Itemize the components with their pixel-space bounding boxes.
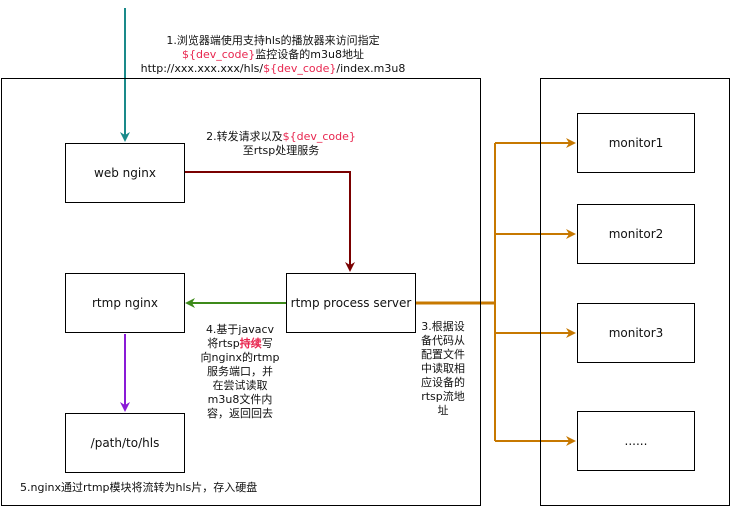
step1-url-prefix: http://xxx.xxx.xxx/hls/ xyxy=(140,62,264,75)
rtmp-nginx-node: rtmp nginx xyxy=(65,273,185,333)
monitor2-node: monitor2 xyxy=(577,204,695,264)
step4-line: 在尝试读取 xyxy=(212,379,268,392)
monitor-group-frame xyxy=(540,78,730,506)
arrow-web-nginx-to-process-server xyxy=(185,171,355,272)
step3-line: 备代码从 xyxy=(421,334,465,347)
step4-line1: 4.基于javacv xyxy=(205,323,275,336)
step3-line: 配置文件 xyxy=(421,348,465,361)
step3-line: 中读取相 xyxy=(421,362,465,375)
rtmp-nginx-label: rtmp nginx xyxy=(91,296,159,310)
step4-line2: 将rtsp持续写 xyxy=(193,337,287,351)
step2-line2: 至rtsp处理服务 xyxy=(242,144,320,157)
step1-url-suffix: /index.m3u8 xyxy=(336,62,406,75)
step1-line2: ${dev_code}监控设备的m3u8地址 xyxy=(138,48,408,62)
step5-annotation: 5.nginx通过rtmp模块将流转为hls片，存入硬盘 xyxy=(20,481,258,494)
web-nginx-node: web nginx xyxy=(65,143,185,203)
monitor-more-label: ...... xyxy=(624,434,648,448)
step1-dev-code: ${dev_code} xyxy=(182,48,256,61)
step4-line2-suffix: 写 xyxy=(261,337,273,350)
step3-line: rtsp流地 xyxy=(421,390,465,403)
server-group-frame xyxy=(1,78,481,506)
monitor2-label: monitor2 xyxy=(608,227,664,241)
step1-line3: http://xxx.xxx.xxx/hls/${dev_code}/index… xyxy=(138,62,408,76)
step1-line1: 1.浏览器端使用支持hls的播放器来访问指定 xyxy=(166,34,380,47)
step1-url-dev-code: ${dev_code} xyxy=(263,62,337,75)
step4-line: 服务端口，并 xyxy=(207,365,273,378)
step3-annotation: 3.根据设 备代码从 配置文件 中读取相 应设备的 rtsp流地 址 xyxy=(418,320,468,418)
monitor3-node: monitor3 xyxy=(577,303,695,363)
rtmp-process-server-label: rtmp process server xyxy=(290,296,412,310)
web-nginx-label: web nginx xyxy=(94,166,156,180)
monitor-more-node: ...... xyxy=(577,411,695,471)
hls-path-label: /path/to/hls xyxy=(90,436,160,450)
monitor1-node: monitor1 xyxy=(577,113,695,173)
monitor1-label: monitor1 xyxy=(608,136,664,150)
step4-line: 容，返回回去 xyxy=(207,407,273,420)
step4-annotation: 4.基于javacv 将rtsp持续写 向nginx的rtmp 服务端口，并 在… xyxy=(193,323,287,421)
step3-line: 3.根据设 xyxy=(421,320,465,333)
step4-line2-prefix: 将rtsp xyxy=(207,337,240,350)
hls-path-node: /path/to/hls xyxy=(65,413,185,473)
step2-line1: 2.转发请求以及${dev_code} xyxy=(196,130,366,144)
step4-line: 向nginx的rtmp xyxy=(200,351,280,364)
step4-highlight: 持续 xyxy=(239,337,262,350)
step2-line1-text: 2.转发请求以及 xyxy=(206,130,283,143)
step1-line2-text: 监控设备的m3u8地址 xyxy=(255,48,364,61)
step1-annotation: 1.浏览器端使用支持hls的播放器来访问指定 ${dev_code}监控设备的m… xyxy=(138,34,408,76)
rtmp-process-server-node: rtmp process server xyxy=(286,273,416,333)
step3-line: 址 xyxy=(437,404,449,417)
step2-annotation: 2.转发请求以及${dev_code} 至rtsp处理服务 xyxy=(196,130,366,158)
step2-dev-code: ${dev_code} xyxy=(282,130,356,143)
step3-line: 应设备的 xyxy=(421,376,465,389)
monitor3-label: monitor3 xyxy=(608,326,664,340)
step4-line: m3u8文件内 xyxy=(207,393,273,406)
